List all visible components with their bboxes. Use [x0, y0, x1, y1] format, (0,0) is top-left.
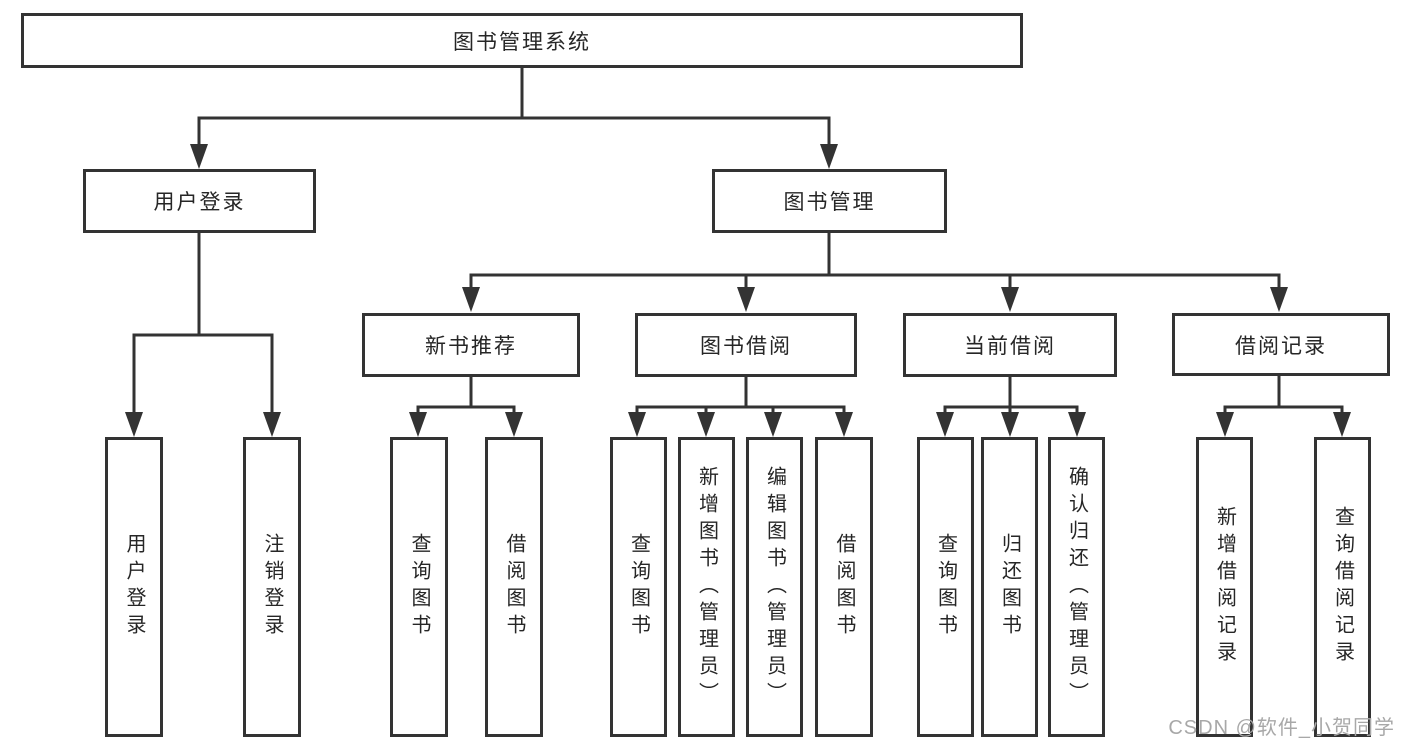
node-root-label: 图书管理系统 [453, 30, 591, 54]
connector-new-book-children [409, 375, 523, 437]
leaf-borrow-books: 借阅图书 [815, 437, 873, 737]
node-new-book-recommend-label: 新书推荐 [425, 335, 517, 358]
leaf-user-login-label: 用户登录 [123, 533, 145, 641]
leaf-query-books-current: 查询图书 [917, 437, 974, 737]
connector-borrow-record-children [1216, 375, 1351, 437]
node-book-mgmt: 图书管理 [712, 169, 947, 233]
leaf-query-books-current-label: 查询图书 [934, 533, 957, 641]
leaf-query-borrow-record: 查询借阅记录 [1314, 437, 1371, 737]
leaf-confirm-return-admin: 确认归还（管理员） [1048, 437, 1105, 737]
node-book-mgmt-label: 图书管理 [783, 191, 876, 214]
node-user-login: 用户登录 [83, 169, 316, 233]
node-borrowing-records: 借阅记录 [1172, 313, 1390, 376]
node-current-borrowing-label: 当前借阅 [964, 335, 1056, 358]
csdn-watermark: CSDN @软件_小贺同学 [1168, 717, 1395, 739]
leaf-add-borrow-record-label: 新增借阅记录 [1213, 506, 1236, 668]
leaf-query-borrow-record-label: 查询借阅记录 [1331, 506, 1354, 668]
node-new-book-recommend: 新书推荐 [362, 313, 580, 377]
leaf-add-book-admin: 新增图书（管理员） [678, 437, 735, 737]
leaf-query-books-borrowing-label: 查询图书 [627, 533, 650, 641]
node-borrowing-records-label: 借阅记录 [1235, 334, 1327, 358]
leaf-user-login: 用户登录 [105, 437, 163, 737]
node-book-borrowing: 图书借阅 [635, 313, 857, 377]
connector-root-to-level2 [190, 66, 838, 169]
leaf-edit-book-admin: 编辑图书（管理员） [746, 437, 803, 737]
leaf-confirm-return-admin-label: 确认归还（管理员） [1065, 465, 1088, 709]
connector-user-login-children [125, 231, 281, 437]
node-root: 图书管理系统 [21, 13, 1023, 68]
leaf-edit-book-admin-label: 编辑图书（管理员） [763, 465, 786, 709]
node-current-borrowing: 当前借阅 [903, 313, 1117, 377]
leaf-return-book: 归还图书 [981, 437, 1038, 737]
leaf-query-books-recommend: 查询图书 [390, 437, 448, 737]
connector-current-borrow-children [936, 375, 1086, 437]
leaf-add-book-admin-label: 新增图书（管理员） [695, 465, 718, 709]
leaf-borrow-books-label: 借阅图书 [833, 533, 855, 641]
leaf-logout-label: 注销登录 [261, 533, 283, 641]
connector-book-mgmt-children [462, 231, 1288, 312]
leaf-borrow-books-recommend: 借阅图书 [485, 437, 543, 737]
connector-book-borrow-children [628, 375, 853, 437]
leaf-query-books-borrowing: 查询图书 [610, 437, 667, 737]
leaf-logout: 注销登录 [243, 437, 301, 737]
leaf-query-books-recommend-label: 查询图书 [408, 533, 430, 641]
leaf-return-book-label: 归还图书 [998, 533, 1021, 641]
node-user-login-label: 用户登录 [153, 191, 246, 214]
node-book-borrowing-label: 图书借阅 [700, 335, 792, 358]
leaf-borrow-books-recommend-label: 借阅图书 [503, 533, 525, 641]
leaf-add-borrow-record: 新增借阅记录 [1196, 437, 1253, 737]
